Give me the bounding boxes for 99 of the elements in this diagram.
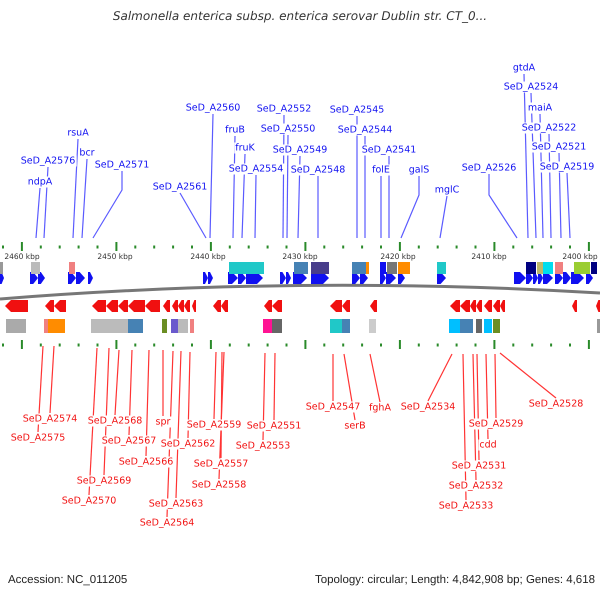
gene-label: galS <box>408 164 430 176</box>
leader-line <box>209 114 214 238</box>
gene-label: ndpA <box>26 176 54 188</box>
leader-line <box>523 74 529 238</box>
leader-line <box>72 138 79 238</box>
leader-line <box>88 348 98 496</box>
leader-line <box>380 176 382 238</box>
gene-label: fruK <box>234 142 256 154</box>
leader-line <box>286 135 289 238</box>
leader-line <box>427 354 453 402</box>
gene-label: SeD_A2519 <box>538 162 596 172</box>
accession-text: Accession: NC_011205 <box>8 574 128 586</box>
gene-label: SeD_A2553 <box>234 440 292 452</box>
gene-label: SeD_A2528 <box>528 398 584 410</box>
leader-line <box>35 188 41 238</box>
gene-label: SeD_A2574 <box>22 414 78 424</box>
leader-line <box>49 346 55 414</box>
leader-line <box>92 171 123 238</box>
gene-label: SeD_A2564 <box>138 518 196 528</box>
gene-label: SeD_A2544 <box>336 124 394 136</box>
gene-label: maiA <box>526 102 554 114</box>
gene-label: SeD_A2554 <box>228 164 284 174</box>
genome-info-text: Topology: circular; Length: 4,842,908 bp; Genes: 4,618 <box>314 574 595 586</box>
leader-line <box>175 350 182 498</box>
leader-line <box>364 136 366 238</box>
gene-label: SeD_A2529 <box>468 418 524 430</box>
leader-line <box>145 350 150 456</box>
gene-label: rsuA <box>66 128 90 138</box>
gene-label: fruB <box>224 124 246 136</box>
gene-label: SeD_A2547 <box>304 402 362 412</box>
gene-label: fghA <box>368 402 392 414</box>
leader-line <box>114 350 120 416</box>
gene-label: SeD_A2575 <box>10 432 66 444</box>
gene-label: SeD_A2570 <box>60 496 118 506</box>
gene-label: SeD_A2541 <box>360 144 418 156</box>
leader-line <box>241 154 246 238</box>
leader-line <box>273 353 276 420</box>
leader-line <box>162 350 164 416</box>
gene-label: SeD_A2534 <box>400 402 456 412</box>
gene-label: SeD_A2524 <box>502 82 560 92</box>
leader-line <box>356 116 358 238</box>
leader-line <box>500 352 556 398</box>
leader-line <box>400 176 420 238</box>
leader-line <box>485 354 489 440</box>
gene-label: SeD_A2531 <box>450 460 508 472</box>
leader-line <box>462 354 467 500</box>
leader-line <box>187 352 191 438</box>
gene-label: SeD_A2557 <box>192 458 250 470</box>
gene-label: mglC <box>434 184 460 196</box>
leader-line <box>558 152 562 238</box>
leader-line <box>439 196 448 238</box>
leader-line <box>128 350 133 436</box>
gene-label: serB <box>343 420 367 432</box>
gene-label: SeD_A2559 <box>186 420 242 430</box>
leader-line <box>43 166 49 238</box>
gene-label: SeD_A2568 <box>86 416 144 426</box>
gene-label: SeD_A2560 <box>184 102 242 114</box>
leader-line <box>81 158 88 238</box>
gene-label: spr <box>154 416 172 428</box>
leader-line <box>317 176 319 238</box>
leader-line <box>494 354 497 418</box>
leader-line <box>262 352 266 440</box>
gene-label: SeD_A2548 <box>290 164 346 176</box>
gene-label: SeD_A2561 <box>152 182 208 192</box>
gene-label: SeD_A2567 <box>100 436 158 446</box>
gene-label: SeD_A2552 <box>256 104 312 114</box>
leader-line <box>254 174 257 238</box>
gene-label: SeD_A2533 <box>438 500 494 512</box>
gene-label: SeD_A2563 <box>148 498 204 510</box>
leader-line <box>220 352 223 458</box>
gene-label: SeD_A2569 <box>76 476 132 486</box>
gene-label: SeD_A2521 <box>530 142 588 152</box>
leader-line <box>37 346 44 432</box>
leader-line <box>179 192 207 238</box>
gene-label: SeD_A2558 <box>190 480 248 490</box>
gene-label: SeD_A2522 <box>520 122 578 134</box>
gene-label: SeD_A2562 <box>160 438 216 450</box>
map-title: Salmonella enterica subsp. enterica serovar Dublin str. CT_0... <box>112 9 488 23</box>
leader-line <box>488 174 518 238</box>
gene-label: SeD_A2551 <box>246 420 302 432</box>
gene-label: SeD_A2549 <box>272 144 328 156</box>
leader-line <box>476 354 480 460</box>
gene-label: SeD_A2526 <box>460 162 518 174</box>
gene-label: SeD_A2532 <box>448 480 504 492</box>
gene-label: cdd <box>478 440 498 450</box>
gene-label: SeD_A2545 <box>328 104 386 116</box>
leader-line <box>369 354 381 402</box>
leader-line <box>566 172 571 238</box>
leader-line <box>332 354 334 401</box>
gene-label: SeD_A2571 <box>94 160 150 170</box>
leader-line <box>388 156 390 238</box>
gene-label: SeD_A2576 <box>20 156 76 166</box>
leader-line <box>213 352 217 420</box>
gene-label: SeD_A2566 <box>118 456 174 468</box>
gene-label: SeD_A2550 <box>260 124 316 134</box>
gene-label: gtdA <box>512 62 536 74</box>
leader-line <box>232 136 236 238</box>
gene-label: folE <box>371 164 391 176</box>
gene-label: bcr <box>78 148 96 158</box>
